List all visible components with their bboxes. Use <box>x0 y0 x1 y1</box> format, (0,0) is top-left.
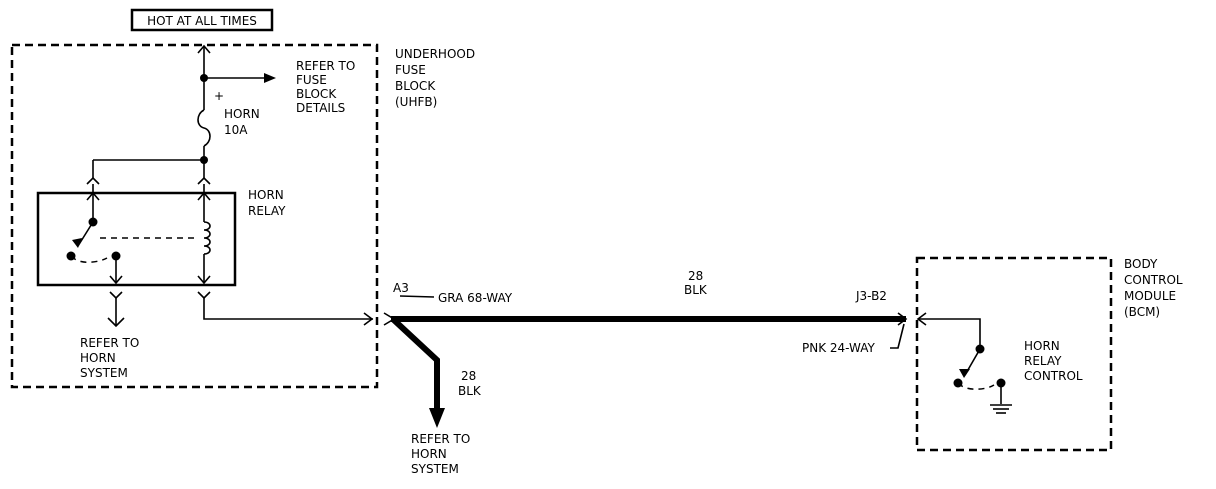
bcm-input-arrow-icon <box>916 312 927 326</box>
relay-switch-arrow-icon <box>86 191 100 201</box>
horn-relay-control-label: HORN RELAY CONTROL <box>1024 339 1083 383</box>
uhfb-label-line-4: (UHFB) <box>395 95 437 109</box>
uhfb-label-line-2: FUSE <box>395 63 426 77</box>
horn-relay-control-line-3: CONTROL <box>1024 369 1083 383</box>
fuse-label-line-1: HORN <box>224 107 260 121</box>
refer-horn-bottom-line-1: REFER TO <box>411 432 470 446</box>
relay-pin-left-top-icon <box>86 176 100 185</box>
relay-pin-left-bottom-icon <box>109 291 123 300</box>
branch-wire-gauge: 28 <box>461 369 476 383</box>
bcm-label-line-3: MODULE <box>1124 289 1176 303</box>
bcm-label: BODY CONTROL MODULE (BCM) <box>1124 257 1183 319</box>
arrow-right-icon <box>264 73 276 83</box>
refer-horn-left-label: REFER TO HORN SYSTEM <box>80 336 139 380</box>
refer-horn-bottom-line-3: SYSTEM <box>411 462 459 476</box>
connector-j3-label: J3-B2 <box>855 289 887 303</box>
branch-arrow-icon <box>429 408 445 428</box>
refer-fuse-line-1: REFER TO <box>296 59 355 73</box>
horn-output-arrow-icon <box>107 317 125 328</box>
connector-gra-label: GRA 68-WAY <box>438 291 513 305</box>
refer-fuse-line-2: FUSE <box>296 73 327 87</box>
uhfb-label-line-1: UNDERHOOD <box>395 47 475 61</box>
uhfb-label: UNDERHOOD FUSE BLOCK (UHFB) <box>395 47 475 109</box>
horn-relay-label-line-2: RELAY <box>248 204 286 218</box>
fuse-label-line-2: 10A <box>224 123 248 137</box>
connector-a3-leader <box>399 295 435 298</box>
relay-output-arrow-icon <box>109 275 123 285</box>
horn-relay-control-line-2: RELAY <box>1024 354 1062 368</box>
connector-top-icon <box>197 44 211 54</box>
refer-fuse-label: REFER TO FUSE BLOCK DETAILS <box>296 59 355 115</box>
connector-j3-mate-icon <box>897 312 908 326</box>
relay-pin-right-bottom-icon <box>197 291 211 300</box>
refer-horn-bottom-label: REFER TO HORN SYSTEM <box>411 432 470 476</box>
coil-arrow-top-icon <box>197 191 211 201</box>
refer-horn-left-line-2: HORN <box>80 351 116 365</box>
refer-fuse-line-3: BLOCK <box>296 87 337 101</box>
bcm-label-line-4: (BCM) <box>1124 305 1160 319</box>
relay-switch-blade <box>77 221 94 247</box>
main-wire-gauge: 28 <box>688 269 703 283</box>
fuse-plus-sign: + <box>214 89 224 103</box>
bcm-switch-tip-icon <box>959 369 970 378</box>
horn-relay-control-line-1: HORN <box>1024 339 1060 353</box>
uhfb-box <box>10 43 379 389</box>
horn-relay-box <box>36 191 237 287</box>
refer-fuse-line-4: DETAILS <box>296 101 345 115</box>
hot-at-all-times-label: HOT AT ALL TIMES <box>147 14 257 28</box>
main-wire-color: BLK <box>684 283 708 297</box>
coil-to-connector-wire <box>203 298 373 320</box>
connector-a3-label: A3 <box>393 281 409 295</box>
connector-a3-arrow-icon <box>363 312 374 326</box>
branch-wire-28-blk <box>391 317 440 415</box>
connector-pnk-label: PNK 24-WAY <box>802 341 875 355</box>
coil-arrow-bottom-icon <box>197 275 211 285</box>
bcm-label-line-2: CONTROL <box>1124 273 1183 287</box>
fuse-icon <box>197 109 211 147</box>
refer-horn-left-line-1: REFER TO <box>80 336 139 350</box>
horn-relay-label-line-1: HORN <box>248 188 284 202</box>
relay-pin-right-top-icon <box>197 176 211 185</box>
branch-wire-color: BLK <box>458 384 482 398</box>
relay-switch-tip-icon <box>72 238 82 248</box>
uhfb-label-line-3: BLOCK <box>395 79 436 93</box>
ground-icon <box>990 404 1012 414</box>
bcm-label-line-1: BODY <box>1124 257 1158 271</box>
bcm-input-wire <box>919 318 981 347</box>
bcm-box <box>915 256 1113 452</box>
relay-coil-icon <box>203 221 211 255</box>
bcm-switch-motion <box>957 382 995 390</box>
refer-horn-bottom-line-2: HORN <box>411 447 447 461</box>
refer-horn-left-line-3: SYSTEM <box>80 366 128 380</box>
connector-pnk-leader <box>890 323 905 349</box>
relay-switch-motion <box>70 255 108 263</box>
hot-at-all-times-box <box>130 8 274 32</box>
